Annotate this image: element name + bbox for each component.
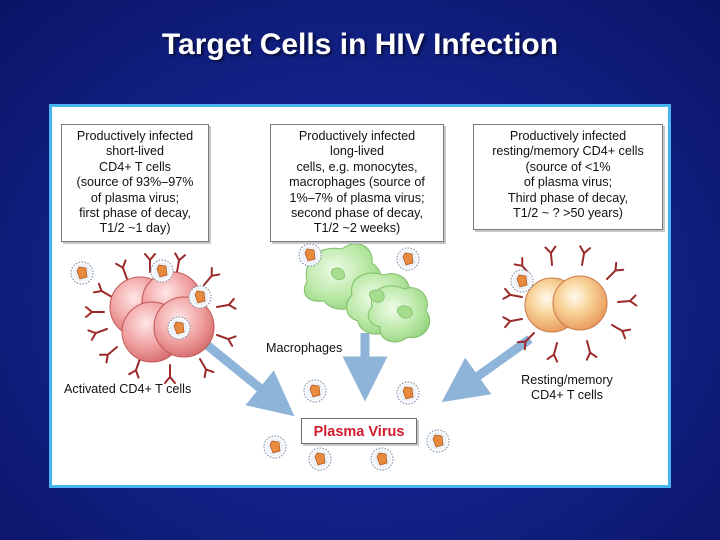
resting-memory-label: Resting/memory CD4+ T cells	[507, 373, 627, 403]
virion	[396, 381, 420, 405]
box-line: (source of <1%	[525, 159, 611, 174]
box-line: T1/2 ~2 weeks)	[313, 221, 401, 236]
box-line: Productively infected	[509, 129, 627, 143]
resting-memory-cells-box: Productively infected resting/memory CD4…	[473, 124, 663, 230]
diagram-artwork	[70, 243, 638, 471]
virion	[426, 429, 450, 453]
virion	[510, 269, 534, 293]
resting-label-line: CD4+ T cells	[531, 388, 603, 402]
virion	[308, 447, 332, 471]
virion	[298, 243, 322, 267]
box-line: cells, e.g. monocytes,	[296, 159, 418, 174]
box-line: Productively infected	[298, 129, 416, 143]
box-line: macrophages (source of	[289, 175, 425, 190]
activated-cd4-cell-cluster	[70, 252, 237, 384]
arrow-resting-to-plasma	[441, 335, 533, 403]
box-line: CD4+ T cells	[99, 159, 171, 174]
box-line: 1%–7% of plasma virus;	[289, 190, 425, 205]
resting-t-cell	[552, 275, 608, 331]
virion	[167, 316, 191, 340]
box-line: long-lived	[330, 144, 384, 159]
virion	[188, 285, 212, 309]
box-line: short-lived	[105, 144, 165, 159]
box-line: T1/2 ~ ? >50 years)	[513, 206, 623, 221]
virion	[396, 247, 420, 271]
box-line: Productively infected	[76, 129, 194, 143]
long-lived-cells-box: Productively infected long-lived cells, …	[270, 124, 444, 242]
virion	[150, 259, 174, 283]
arrow-activated-to-plasma	[204, 341, 295, 417]
plasma-virus-box: Plasma Virus	[301, 418, 417, 444]
box-line: first phase of decay,	[79, 206, 191, 221]
short-lived-cells-box: Productively infected short-lived CD4+ T…	[61, 124, 209, 242]
virion	[70, 261, 94, 285]
resting-label-line: Resting/memory	[521, 373, 613, 387]
box-line: second phase of decay,	[290, 206, 424, 221]
macrophages-label: Macrophages	[266, 341, 343, 355]
box-line: T1/2 ~1 day)	[99, 221, 171, 236]
resting-memory-cell-cluster	[502, 245, 638, 363]
box-line: of plasma virus;	[90, 190, 180, 205]
virion	[303, 379, 327, 403]
activated-cd4-label: Activated CD4+ T cells	[64, 382, 192, 396]
box-line: Third phase of decay,	[507, 190, 629, 205]
diagram-panel: Productively infected short-lived CD4+ T…	[49, 104, 671, 488]
box-line: (source of 93%–97%	[76, 175, 194, 190]
box-line: of plasma virus;	[523, 175, 613, 190]
slide-title: Target Cells in HIV Infection	[161, 28, 559, 61]
macrophage-cluster	[298, 243, 431, 343]
box-line: resting/memory CD4+ cells	[492, 144, 644, 159]
virion	[370, 447, 394, 471]
virion	[263, 435, 287, 459]
